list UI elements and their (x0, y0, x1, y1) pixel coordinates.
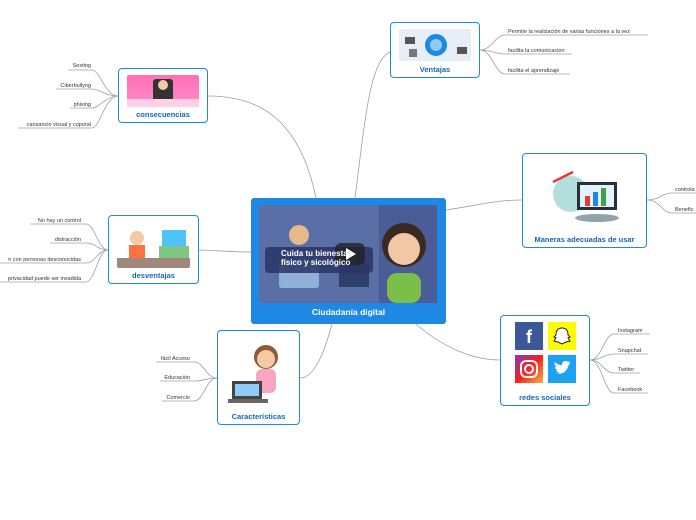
desventajas-image (117, 222, 190, 268)
node-caracteristicas[interactable]: Características (217, 330, 300, 425)
leaf-educacion[interactable]: Educación (164, 375, 190, 381)
leaf-desconocidas[interactable]: ir con personas desconocidas (8, 257, 81, 263)
ventajas-label: Ventajas (419, 65, 451, 74)
leaf-privacidad[interactable]: privacidad puede ser invadida (7, 276, 81, 282)
leaf-sexting[interactable]: Sexting (72, 63, 91, 69)
consecuencias-label: consecuencias (136, 110, 190, 119)
leaf-ciberbullyng[interactable]: Ciberbullyng (60, 83, 91, 89)
social-icons: f (515, 322, 577, 384)
leaf-facil-acceso[interactable]: fácil Acceso (160, 356, 190, 362)
snapchat-icon (548, 322, 576, 350)
leaf-no-control[interactable]: No hay un control (37, 218, 81, 224)
node-desventajas[interactable]: desventajas (108, 215, 199, 284)
caracteristicas-image (226, 337, 291, 409)
leaf-twitter[interactable]: Twitter (618, 367, 635, 373)
node-redes-sociales[interactable]: f redes sociales (500, 315, 590, 406)
twitter-icon (548, 355, 576, 383)
caracteristicas-label: Características (231, 412, 286, 421)
leaf-controla[interactable]: controla (675, 187, 695, 193)
leaf-aprendizaje[interactable]: facilita el aprendizaje (508, 68, 560, 74)
desventajas-label: desventajas (132, 271, 175, 280)
video-thumbnail[interactable]: Cuida tu bienestar físico y sicológico (259, 205, 437, 303)
leaf-comunicacion[interactable]: facilita la comunicacion (508, 48, 565, 54)
instagram-icon (515, 355, 543, 383)
node-maneras[interactable]: Maneras adecuadas de usar (522, 153, 647, 248)
facebook-icon: f (515, 322, 543, 350)
leaf-phising[interactable]: phising (73, 102, 91, 108)
leaf-funciones[interactable]: Permite la realización de varias funcion… (508, 29, 630, 35)
leaf-distraccion[interactable]: distracción (54, 237, 81, 243)
video-title: Cuida tu bienestar físico y sicológico (281, 249, 351, 267)
consecuencias-image (127, 75, 199, 107)
central-topic-label: Ciudadanía digital (311, 307, 386, 317)
leaf-cansancio[interactable]: cansancio visual y coporal (26, 122, 91, 128)
maneras-image (543, 162, 626, 232)
leaf-snapchat[interactable]: Snapchat (618, 348, 642, 354)
node-consecuencias[interactable]: consecuencias (118, 68, 208, 123)
redes-sociales-label: redes sociales (519, 393, 571, 402)
leaf-instagram[interactable]: Instagram (618, 328, 643, 334)
ventajas-image (399, 29, 471, 61)
leaf-comercio[interactable]: Comercio (166, 395, 190, 401)
leaf-benefic[interactable]: Benefic (675, 207, 694, 213)
leaf-facebook[interactable]: Facebook (618, 387, 643, 393)
node-ventajas[interactable]: Ventajas (390, 22, 480, 78)
central-topic[interactable]: Cuida tu bienestar físico y sicológico C… (251, 198, 446, 324)
maneras-label: Maneras adecuadas de usar (534, 235, 635, 244)
